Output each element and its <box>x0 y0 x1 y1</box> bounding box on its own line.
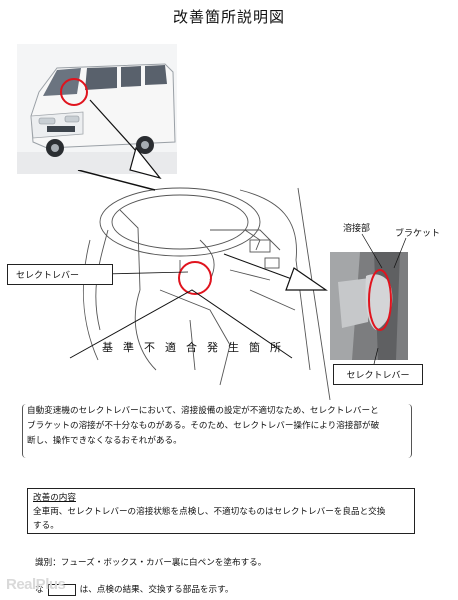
defect-location-pointer <box>69 289 293 359</box>
remedy-line: する。 <box>33 521 59 531</box>
description-line: 断し、操作できなくなるおそれがある。 <box>27 436 182 446</box>
weld-label-leaders <box>361 233 407 269</box>
label-leader-line <box>104 271 189 275</box>
remedy-line: 全車両、セレクトレバーの溶接状態を点検し、不適切なものはセレクトレバーを良品と交… <box>33 507 386 517</box>
result-marker-box <box>47 583 76 596</box>
page-title: 改善箇所説明図 <box>172 8 285 26</box>
description-line: ブラケットの溶接が不十分なものがある。そのため、セレクトレバー操作により溶接部が… <box>27 421 380 431</box>
watermark-logo: RealPlus <box>6 576 66 593</box>
weld-closeup-photo <box>330 252 408 360</box>
identification-mark: 識別：フューズ・ボックス・カバー裏に白ペンを塗布する。 <box>35 558 267 568</box>
select-lever-label: セレクトレバー <box>7 264 113 285</box>
defect-description: 自動変速機のセレクトレバーにおいて、溶接設備の設定が不適切なため、セレクトレバー… <box>22 404 412 458</box>
van-photo <box>17 44 177 174</box>
result-suffix: は、点検の結果、交換する部品を示す。 <box>79 585 234 595</box>
arrow-to-weld-photo-icon <box>223 253 328 291</box>
defect-location-caption: 基準不適合発生箇所 <box>102 341 291 354</box>
select-lever-photo-label: セレクトレバー <box>333 364 423 385</box>
remedy-box: 改善の内容 全車両、セレクトレバーの溶接状態を点検し、不適切なものはセレクトレバ… <box>27 488 415 534</box>
arrow-to-drawing-icon <box>89 99 162 180</box>
weld-part-label: 溶接部 <box>343 224 371 234</box>
result-prefix: な <box>35 585 44 595</box>
remedy-heading: 改善の内容 <box>33 493 76 503</box>
photo-label-leader <box>373 348 379 365</box>
bracket-label: ブラケット <box>395 229 441 239</box>
description-line: 自動変速機のセレクトレバーにおいて、溶接設備の設定が不適切なため、セレクトレバー… <box>27 406 379 416</box>
identification-result: な は、点検の結果、交換する部品を示す。 <box>35 583 233 596</box>
